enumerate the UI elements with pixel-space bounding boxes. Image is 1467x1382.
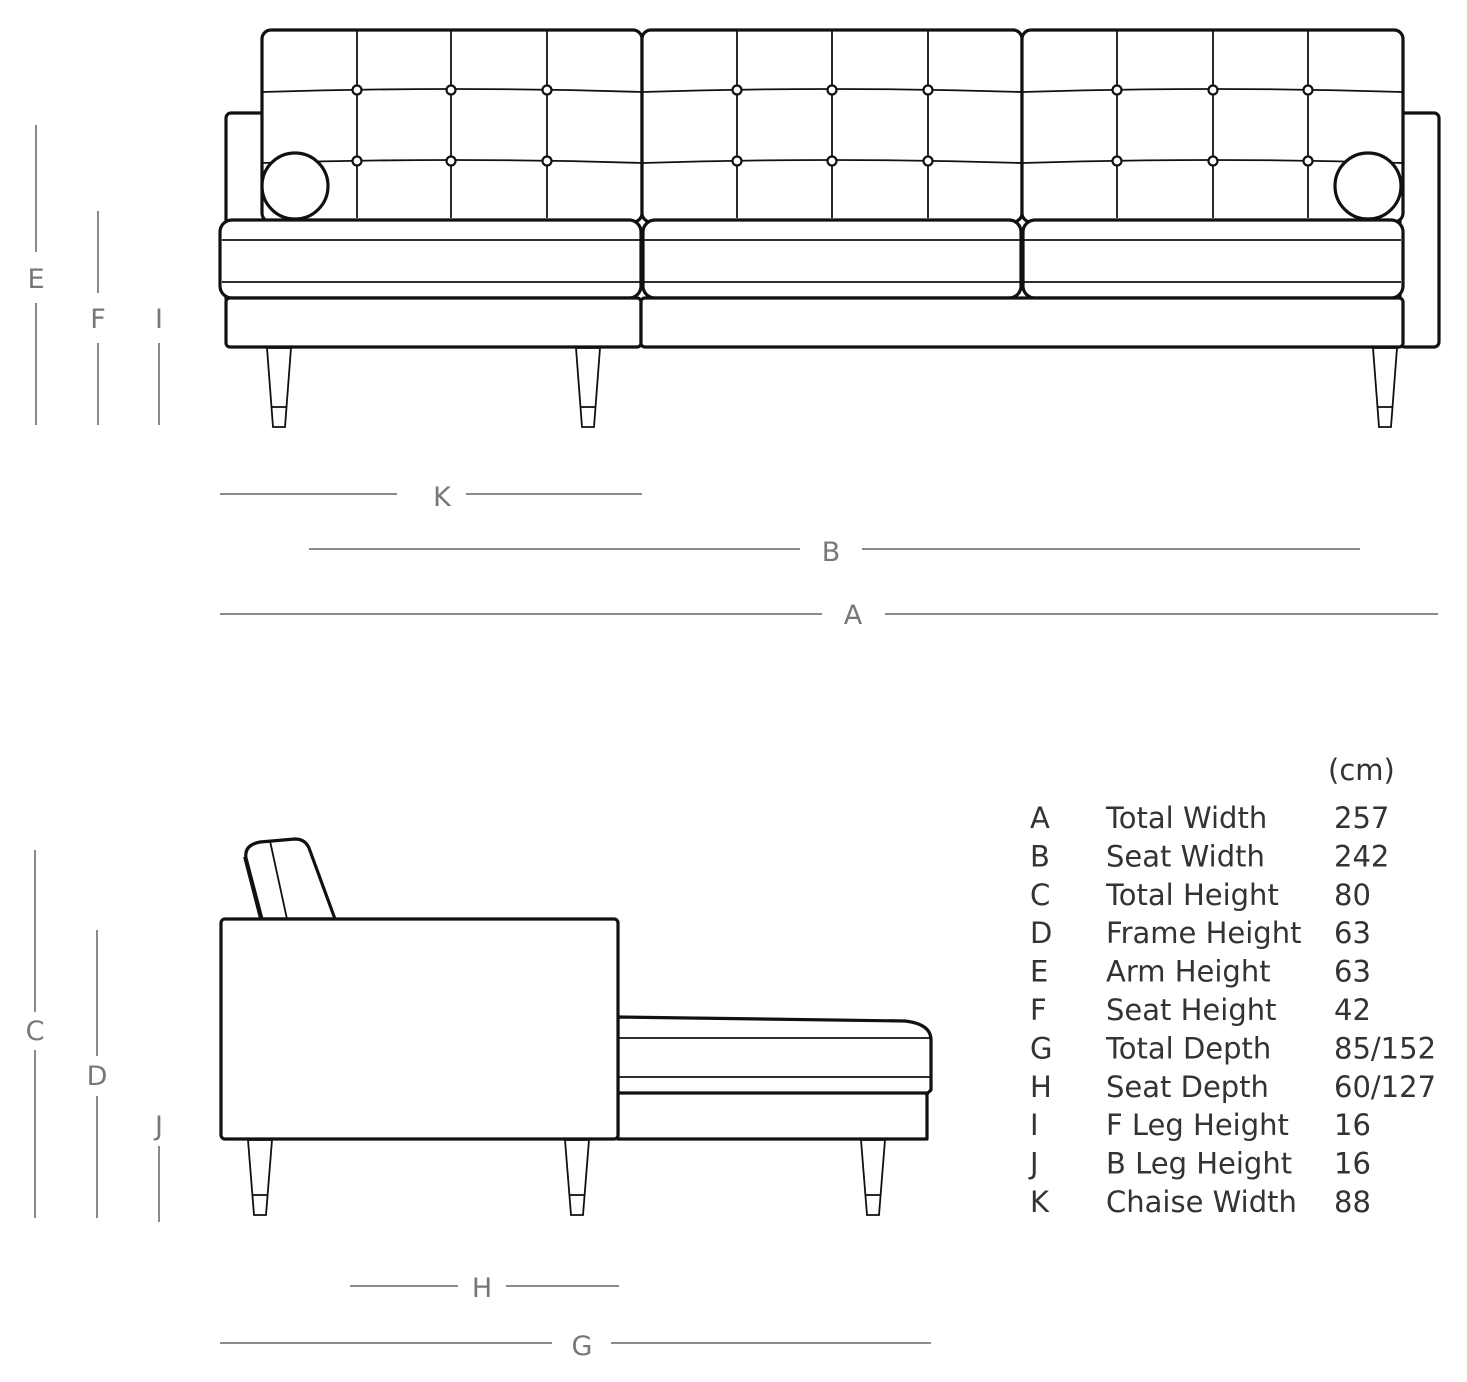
label-f: F <box>90 304 106 335</box>
table-row: F Seat Height 42 <box>1030 993 1371 1027</box>
row-key: B <box>1030 839 1050 873</box>
row-name: Seat Height <box>1106 993 1276 1027</box>
table-row: B Seat Width 242 <box>1030 839 1389 873</box>
table-row: E Arm Height 63 <box>1030 955 1371 989</box>
table-row: J B Leg Height 16 <box>1028 1147 1371 1181</box>
row-name: Total Height <box>1105 878 1279 912</box>
row-key: G <box>1030 1031 1052 1065</box>
row-value: 80 <box>1334 878 1371 912</box>
leg <box>575 347 601 428</box>
table-row: A Total Width 257 <box>1030 801 1389 835</box>
leg <box>247 1139 273 1216</box>
row-value: 16 <box>1334 1147 1371 1181</box>
row-value: 242 <box>1334 839 1389 873</box>
row-name: B Leg Height <box>1106 1147 1292 1181</box>
button-tuft <box>922 84 934 96</box>
row-name: Frame Height <box>1106 916 1301 950</box>
row-value: 63 <box>1334 955 1371 989</box>
button-tuft <box>351 84 363 96</box>
row-key: F <box>1030 993 1047 1027</box>
row-name: F Leg Height <box>1106 1108 1289 1142</box>
button-tuft <box>826 155 838 167</box>
bolster-pillow-left <box>260 151 330 221</box>
button-tuft <box>541 84 553 96</box>
button-tuft <box>1207 84 1219 96</box>
table-row: I F Leg Height 16 <box>1030 1108 1371 1142</box>
table-row: D Frame Height 63 <box>1030 916 1371 950</box>
button-tuft <box>826 84 838 96</box>
label-d: D <box>87 1061 108 1092</box>
row-name: Total Width <box>1105 801 1267 835</box>
unit-label: (cm) <box>1328 753 1395 787</box>
label-i: I <box>155 304 163 335</box>
row-key: H <box>1030 1070 1052 1104</box>
sofa-base <box>639 296 1405 349</box>
button-tuft <box>445 155 457 167</box>
label-g: G <box>572 1331 593 1362</box>
row-value: 257 <box>1334 801 1389 835</box>
side-view <box>219 837 933 1216</box>
row-key: E <box>1030 955 1048 989</box>
button-tuft <box>1111 84 1123 96</box>
label-b: B <box>822 537 841 568</box>
button-tuft <box>922 155 934 167</box>
label-h: H <box>472 1273 492 1304</box>
row-value: 88 <box>1334 1185 1371 1219</box>
row-key: C <box>1030 878 1050 912</box>
label-a: A <box>844 600 863 631</box>
row-key: A <box>1030 801 1050 835</box>
table-row: H Seat Depth 60/127 <box>1030 1070 1436 1104</box>
row-key: J <box>1028 1147 1039 1181</box>
chaise-base <box>224 296 643 349</box>
button-tuft <box>1302 84 1314 96</box>
table-row: G Total Depth 85/152 <box>1030 1031 1436 1065</box>
chaise-side <box>616 1015 933 1141</box>
button-tuft <box>731 84 743 96</box>
row-name: Chaise Width <box>1106 1185 1297 1219</box>
seat-cushion-1 <box>218 218 643 300</box>
label-k: K <box>433 482 452 513</box>
button-tuft <box>445 84 457 96</box>
row-name: Seat Depth <box>1106 1070 1269 1104</box>
row-name: Seat Width <box>1106 839 1265 873</box>
leg <box>266 347 292 428</box>
bolster-pillow-right <box>1333 151 1403 221</box>
row-value: 60/127 <box>1334 1070 1436 1104</box>
table-row: K Chaise Width 88 <box>1030 1185 1371 1219</box>
front-legs <box>266 347 1398 428</box>
row-key: D <box>1030 916 1052 950</box>
tufting <box>261 31 1404 218</box>
arm-side <box>219 917 620 1141</box>
leg <box>860 1139 886 1216</box>
seat-cushion-3 <box>1021 218 1405 300</box>
leg <box>564 1139 590 1216</box>
front-view <box>218 28 1441 428</box>
button-tuft <box>1111 155 1123 167</box>
row-key: K <box>1030 1185 1050 1219</box>
row-value: 63 <box>1334 916 1371 950</box>
seat-cushion-2 <box>641 218 1023 300</box>
row-value: 85/152 <box>1334 1031 1436 1065</box>
row-name: Arm Height <box>1106 955 1271 989</box>
row-name: Total Depth <box>1105 1031 1271 1065</box>
label-e: E <box>27 264 44 295</box>
button-tuft <box>1207 155 1219 167</box>
label-c: C <box>26 1016 45 1047</box>
side-legs <box>247 1139 886 1216</box>
dimension-lines: E F I K B A C D J H G <box>26 125 1438 1362</box>
row-value: 42 <box>1334 993 1371 1027</box>
button-tuft <box>731 155 743 167</box>
button-tuft <box>1302 155 1314 167</box>
table-row: C Total Height 80 <box>1030 878 1371 912</box>
right-arm <box>1398 111 1441 349</box>
backrest-side <box>244 837 337 921</box>
label-j: J <box>153 1111 163 1142</box>
row-key: I <box>1030 1108 1039 1142</box>
button-tuft <box>351 155 363 167</box>
button-tuft <box>541 155 553 167</box>
leg <box>1372 347 1398 428</box>
row-value: 16 <box>1334 1108 1371 1142</box>
